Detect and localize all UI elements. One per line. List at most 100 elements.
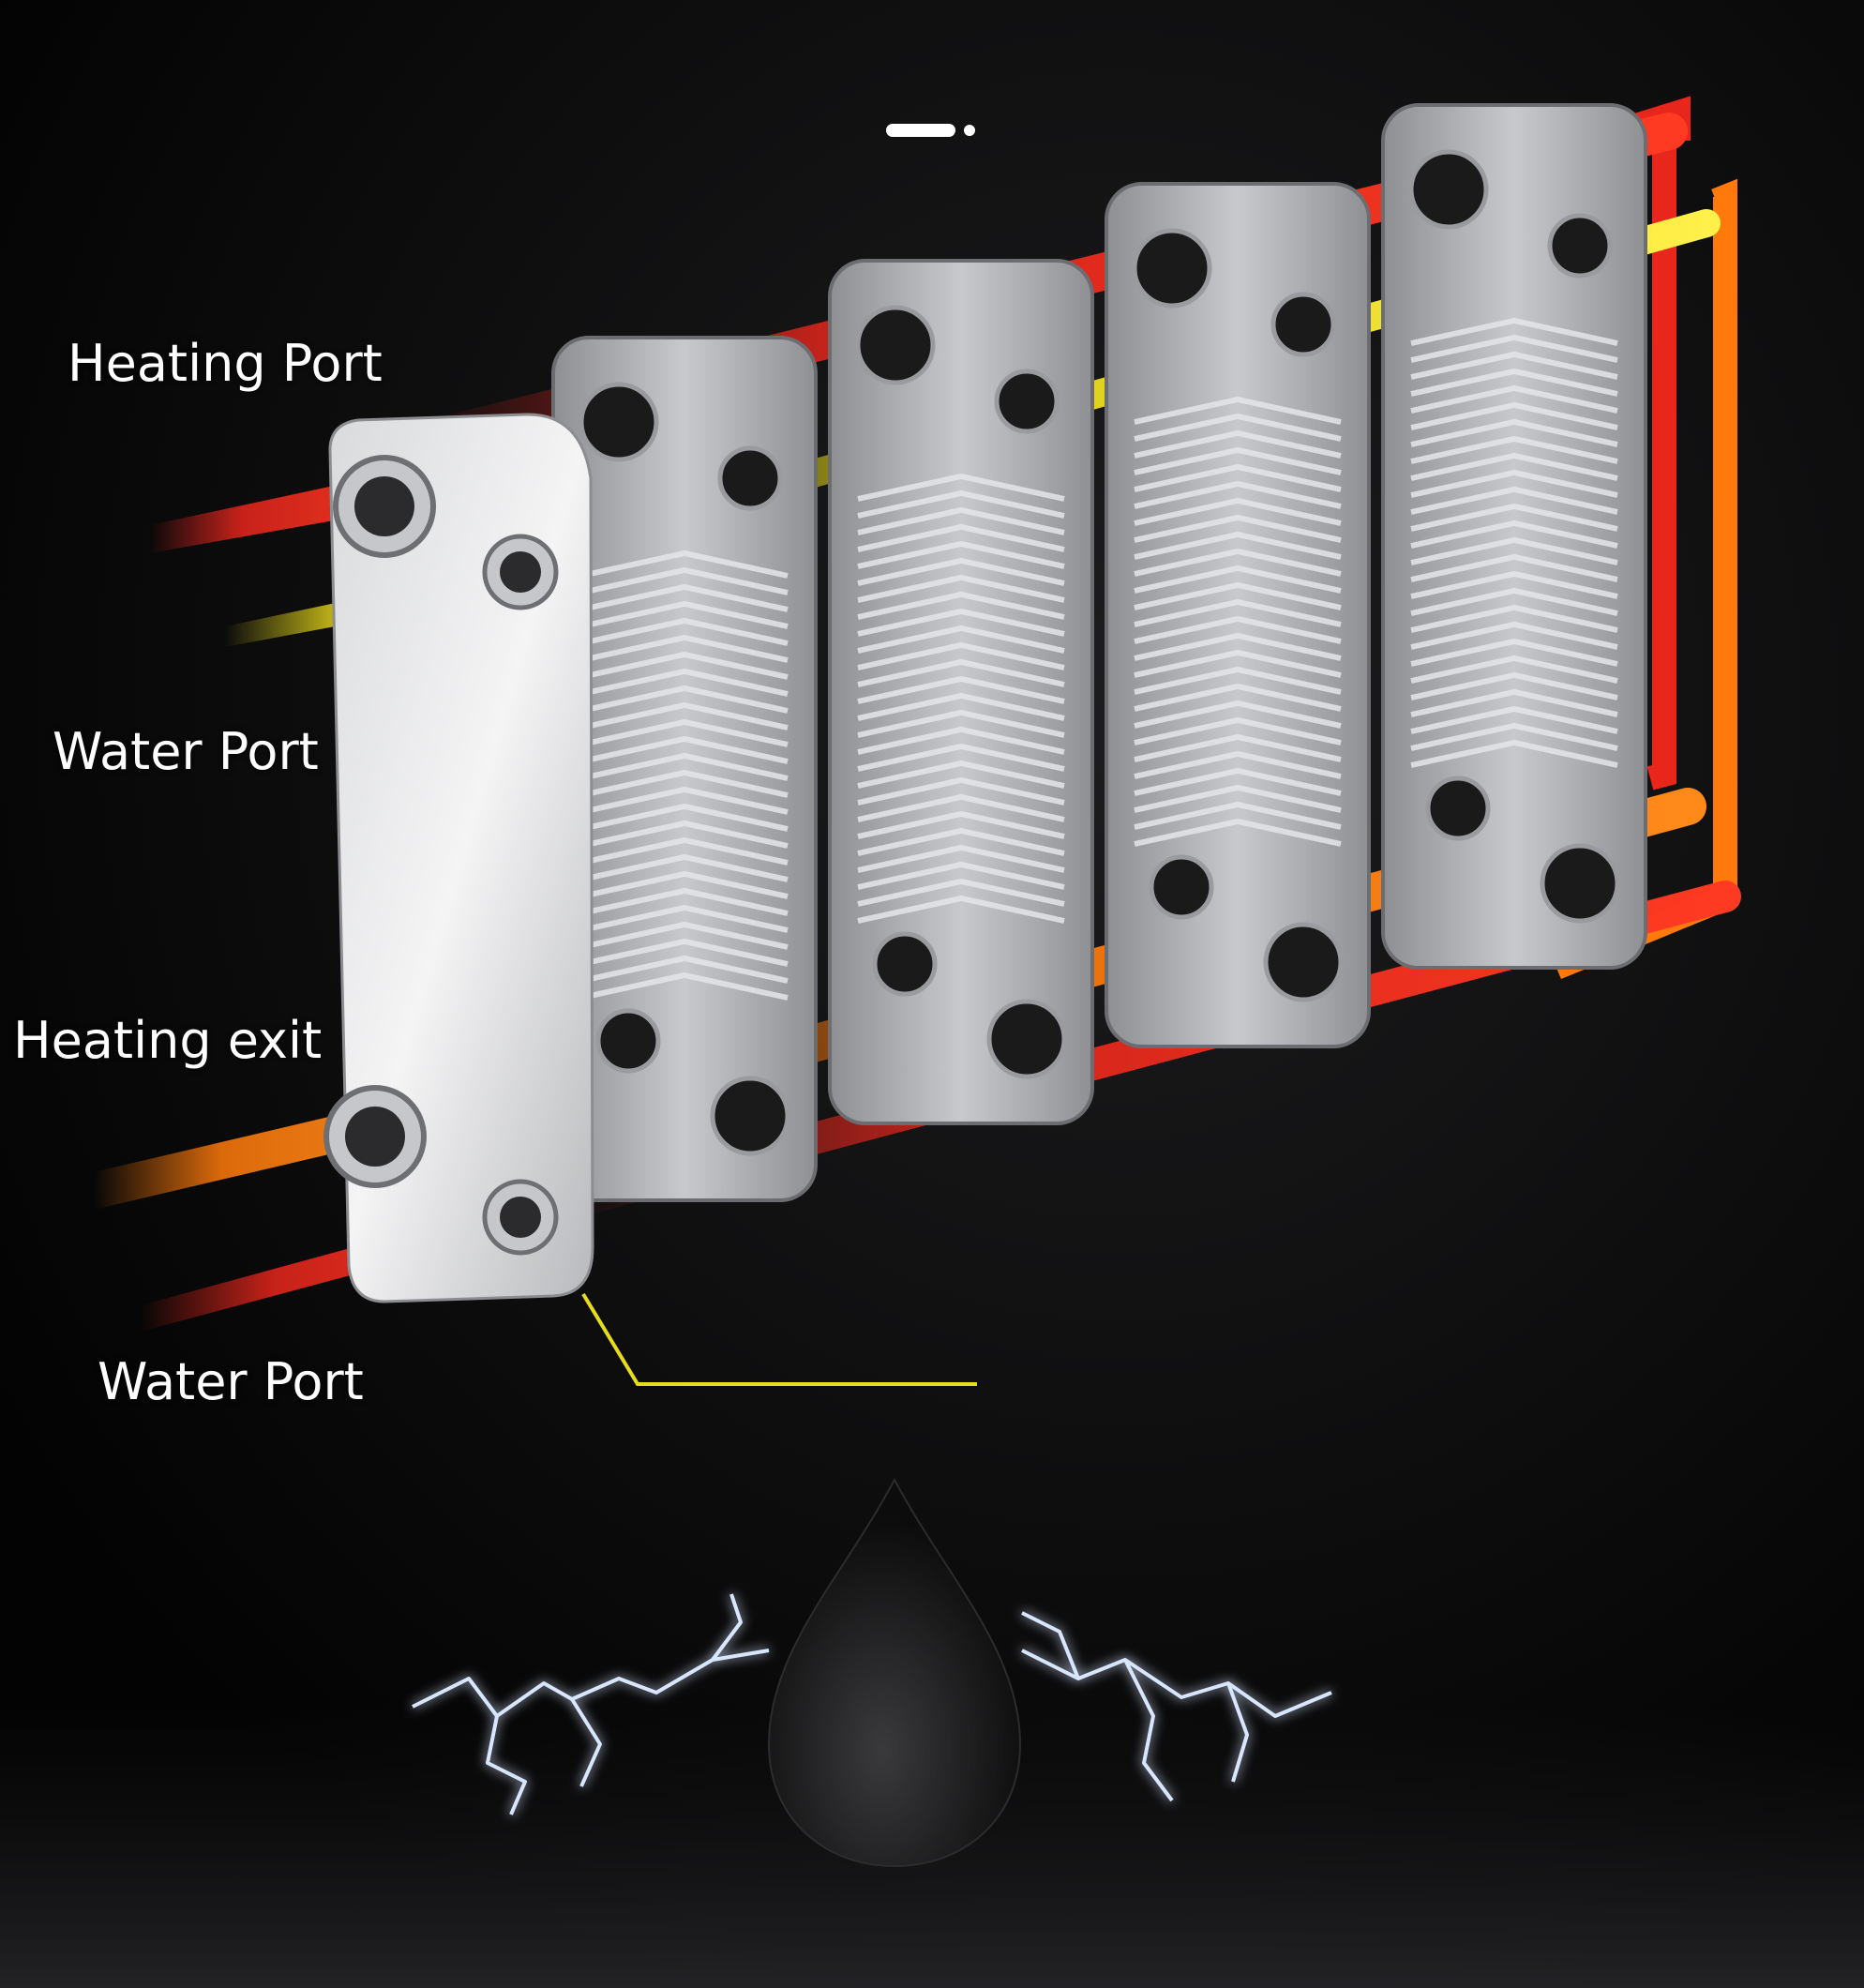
plate-port-hole [717,445,783,511]
plate-corrugation [580,752,789,781]
plate-corrugation [857,844,1065,873]
plate-corrugation [580,583,789,612]
plate-corrugation [1134,463,1342,492]
plate-port-hole [1425,776,1491,841]
plate-corrugation [1410,739,1618,768]
plate-corrugation [1134,818,1342,847]
plate-port-hole [1270,292,1336,357]
front-cover-plate [323,413,594,1303]
plate-3 [1105,182,1371,1048]
plate-corrugation [857,827,1065,856]
plate-port-hole [986,999,1067,1079]
plate-port-hole [1263,922,1344,1002]
plate-corrugation [857,473,1065,502]
plate-corrugation [1410,469,1618,498]
plate-corrugation [1410,688,1618,717]
plate-corrugation [857,709,1065,738]
plate-corrugation [1410,334,1618,363]
plate-corrugation [857,574,1065,603]
plate-corrugation [580,600,789,629]
plate-corrugation [1134,750,1342,779]
plate-corrugation [857,523,1065,552]
leader-line [581,1292,977,1386]
plate-corrugation [1134,497,1342,526]
plate-corrugation [1134,666,1342,695]
plate-corrugation [1410,621,1618,650]
plate-corrugation [1134,429,1342,459]
plate-corrugation [1410,503,1618,532]
plate-corrugation [1134,767,1342,796]
plate-corrugation [580,668,789,697]
water-port-top-label: Water Port [53,722,319,781]
plate-corrugation [1410,520,1618,549]
lightning-effect [412,1593,1332,1815]
plate-corrugation [1410,418,1618,447]
plate-port-hole [1149,854,1214,920]
plate-corrugation [580,617,789,646]
plate-corrugation [857,810,1065,839]
plate-corrugation [1134,598,1342,627]
plate-corrugation [857,895,1065,924]
plate-corrugation [1410,401,1618,430]
plate-corrugation [1134,413,1342,442]
plate-corrugation [580,921,789,950]
plate-corrugation [1410,317,1618,346]
plate-corrugation [1134,649,1342,678]
plate-corrugation [1134,396,1342,425]
plate-port-hole [1132,228,1212,309]
plate-corrugation [857,540,1065,569]
plate-corrugation [580,836,789,866]
plate-corrugation [857,591,1065,620]
plate-corrugation [857,793,1065,822]
plate-corrugation [580,701,789,730]
plate-corrugation [1134,548,1342,577]
plate-corrugation [580,904,789,933]
plate-corrugation [1134,480,1342,509]
plate-corrugation [1410,671,1618,700]
plate-corrugation [857,641,1065,670]
water-port-bottom-label: Water Port [98,1352,364,1411]
plate-port-hole [1547,213,1613,279]
plate-corrugation [857,658,1065,687]
plate-port-hole [872,931,938,997]
plate-corrugation [1410,722,1618,751]
plate-2 [828,259,1094,1125]
plate-corrugation [580,634,789,663]
plate-corrugation [1134,446,1342,475]
plate-port-hole [579,382,659,462]
plate-4 [1381,103,1647,970]
plate-corrugation [1134,801,1342,830]
plate-corrugation [1134,632,1342,661]
plate-corrugation [580,685,789,714]
plate-corrugation [1410,570,1618,599]
plate-corrugation [1410,587,1618,616]
plate-corrugation [1410,384,1618,414]
plate-corrugation [857,776,1065,806]
plate-corrugation [580,550,789,579]
plate-corrugation [857,489,1065,519]
plate-corrugation [1410,486,1618,515]
plate-corrugation [1134,565,1342,594]
plate-corrugation [1134,581,1342,610]
plate-port-hole [595,1008,661,1074]
plate-corrugation [580,651,789,680]
heating-exit-label: Heating exit [13,1011,323,1070]
plate-port-hole [855,305,936,385]
plate-corrugation [1134,531,1342,560]
plate-corrugation [857,861,1065,890]
plate-corrugation [1410,655,1618,684]
plate-corrugation [1134,514,1342,543]
plate-corrugation [857,743,1065,772]
plate-corrugation [857,878,1065,907]
plate-corrugation [857,625,1065,654]
plate-corrugation [580,887,789,916]
plate-port-hole [1408,149,1489,230]
plate-stack [551,103,1647,1202]
plate-port-hole [994,369,1060,434]
plate-corrugation [580,938,789,967]
plate-corrugation [580,955,789,984]
plate-corrugation [580,718,789,747]
plate-corrugation [1410,705,1618,734]
plate-corrugation [580,735,789,764]
